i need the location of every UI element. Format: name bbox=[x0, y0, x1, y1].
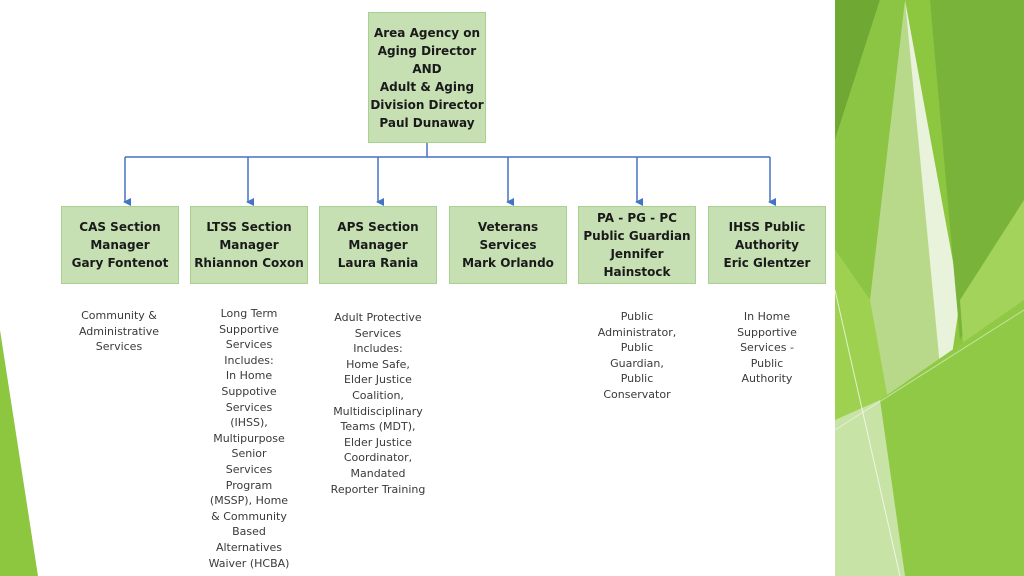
desc-line: In Home bbox=[225, 369, 273, 383]
desc-line: (MSSP), Home bbox=[209, 494, 289, 508]
ihss-public-authority-box: IHSS Public Authority Eric Glentzer bbox=[708, 206, 826, 284]
desc-line: Supportive bbox=[219, 322, 279, 336]
ltss-section-box: LTSS Section Manager Rhiannon Coxon bbox=[190, 206, 308, 284]
desc-line: Services bbox=[225, 400, 273, 414]
desc-line: Community & bbox=[81, 309, 157, 322]
desc-line: Alternatives bbox=[215, 540, 283, 554]
desc-line: Includes: bbox=[353, 342, 403, 356]
director-line: Paul Dunaway bbox=[379, 115, 475, 130]
box-line: Hainstock bbox=[603, 265, 671, 279]
desc-line: Services bbox=[225, 338, 273, 352]
box-line: Manager bbox=[348, 238, 408, 252]
desc-line: Coalition, bbox=[352, 388, 404, 402]
box-line: Manager bbox=[90, 238, 150, 252]
box-line: Mark Orlando bbox=[462, 256, 554, 270]
box-line: APS Section bbox=[337, 220, 419, 234]
box-line: IHSS Public bbox=[728, 220, 806, 234]
desc-line: Reporter Training bbox=[330, 482, 426, 496]
director-line: Division Director bbox=[370, 97, 484, 112]
desc-line: Based bbox=[232, 525, 266, 539]
ltss-description: Long Term Supportive Services Includes: … bbox=[189, 306, 309, 571]
desc-line: In Home bbox=[743, 310, 791, 323]
desc-line: Multipurpose bbox=[213, 431, 285, 445]
desc-line: Long Term bbox=[220, 307, 278, 320]
desc-line: Program bbox=[225, 478, 273, 492]
box-line: Manager bbox=[219, 238, 279, 252]
desc-line: Includes: bbox=[224, 353, 274, 367]
desc-line: Elder Justice bbox=[344, 435, 412, 449]
director-line: Area Agency on bbox=[373, 25, 481, 40]
desc-line: Administrative bbox=[78, 324, 160, 338]
desc-line: Conservator bbox=[603, 387, 671, 401]
desc-line: Supportive bbox=[737, 325, 797, 339]
director-line: Adult & Aging bbox=[379, 79, 475, 94]
desc-line: Public bbox=[750, 356, 784, 370]
desc-line: Elder Justice bbox=[344, 373, 412, 387]
box-line: Gary Fontenot bbox=[71, 256, 169, 270]
desc-line: Services bbox=[95, 340, 143, 354]
aps-description: Adult Protective Services Includes: Home… bbox=[318, 310, 438, 497]
director-line: Aging Director bbox=[377, 43, 477, 58]
box-line: Public Guardian bbox=[583, 229, 691, 243]
cas-section-box: CAS Section Manager Gary Fontenot bbox=[61, 206, 179, 284]
director-box: Area Agency on Aging Director AND Adult … bbox=[368, 12, 486, 143]
public-guardian-description: Public Administrator, Public Guardian, P… bbox=[577, 309, 697, 403]
desc-line: Public bbox=[620, 341, 654, 355]
box-line: Laura Rania bbox=[337, 256, 419, 270]
desc-line: Services - bbox=[740, 341, 794, 355]
box-line: Services bbox=[479, 238, 537, 252]
desc-line: Adult Protective bbox=[334, 311, 422, 324]
box-line: Jennifer bbox=[610, 247, 664, 261]
box-line: CAS Section bbox=[79, 220, 161, 234]
desc-line: & Community bbox=[211, 509, 287, 523]
ihss-description: In Home Supportive Services - Public Aut… bbox=[707, 309, 827, 387]
desc-line: Suppotive bbox=[221, 384, 277, 398]
box-line: Eric Glentzer bbox=[723, 256, 811, 270]
desc-line: Teams (MDT), bbox=[340, 420, 416, 434]
box-line: Rhiannon Coxon bbox=[194, 256, 304, 270]
desc-line: Mandated bbox=[350, 466, 406, 480]
desc-line: Authority bbox=[741, 372, 793, 386]
desc-line: Guardian, bbox=[610, 356, 664, 370]
desc-line: Public bbox=[620, 372, 654, 386]
cas-description: Community & Administrative Services bbox=[59, 308, 179, 355]
desc-line: Waiver (HCBA) bbox=[208, 556, 290, 570]
box-line: PA - PG - PC bbox=[597, 211, 677, 225]
veterans-services-box: Veterans Services Mark Orlando bbox=[449, 206, 567, 284]
desc-line: (IHSS), bbox=[230, 416, 268, 430]
desc-line: Services bbox=[354, 326, 402, 340]
desc-line: Administrator, bbox=[597, 325, 677, 339]
director-line: AND bbox=[412, 61, 442, 76]
desc-line: Home Safe, bbox=[346, 357, 410, 371]
box-line: LTSS Section bbox=[206, 220, 292, 234]
box-line: Authority bbox=[735, 238, 799, 252]
desc-line: Senior bbox=[231, 447, 267, 461]
desc-line: Services bbox=[225, 462, 273, 476]
desc-line: Multidisciplinary bbox=[333, 404, 423, 418]
box-line: Veterans bbox=[477, 220, 539, 234]
desc-line: Public bbox=[620, 310, 654, 323]
desc-line: Coordinator, bbox=[343, 451, 413, 465]
aps-section-box: APS Section Manager Laura Rania bbox=[319, 206, 437, 284]
public-guardian-box: PA - PG - PC Public Guardian Jennifer Ha… bbox=[578, 206, 696, 284]
